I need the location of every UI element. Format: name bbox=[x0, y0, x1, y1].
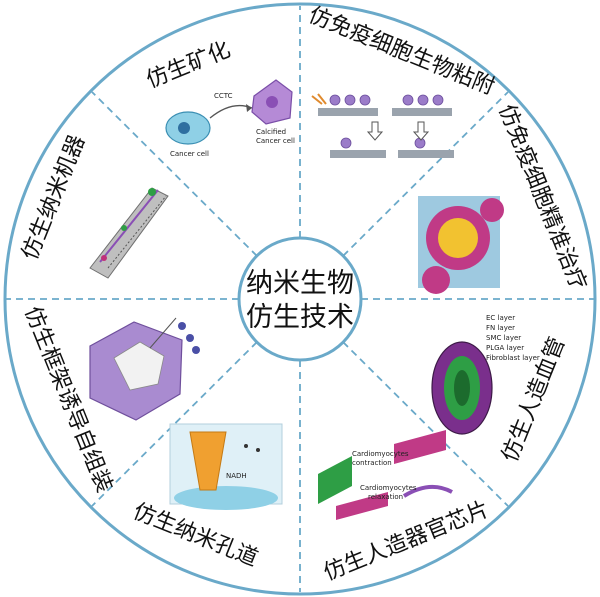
cardiac-tissue-icon bbox=[318, 456, 352, 504]
caption-ec-layer: EC layer bbox=[486, 314, 515, 322]
down-arrow-icon bbox=[366, 121, 384, 141]
cardiac-tissue-icon bbox=[336, 492, 388, 520]
membrane-vesicle-icon bbox=[422, 266, 450, 294]
nanoparticle-core-icon bbox=[438, 218, 478, 258]
nanomachine-scaffold-icon bbox=[89, 187, 169, 279]
membrane-vesicle-icon bbox=[480, 198, 504, 222]
caption-contraction: contraction bbox=[352, 459, 392, 467]
nanomachine-illustration bbox=[89, 187, 169, 279]
caption-cardiomyocytes-1: Cardiomyocytes bbox=[352, 450, 409, 458]
down-arrow-icon bbox=[412, 121, 430, 141]
divider-top-left bbox=[91, 91, 258, 257]
molecule-icon bbox=[256, 448, 260, 452]
nanomachine-strand-icon bbox=[99, 189, 159, 263]
segment-dividers bbox=[6, 6, 594, 592]
relaxed-tissue-icon bbox=[402, 484, 453, 498]
immune-cell-icon bbox=[340, 137, 352, 149]
framework-cavity-icon bbox=[113, 341, 165, 391]
mineralization-illustration: CCTC Cancer cell Calcified Cancer cell bbox=[165, 79, 295, 158]
divider-bottom-left bbox=[91, 341, 258, 507]
nanopore-cone-icon bbox=[189, 431, 227, 491]
caption-calcified: Calcified bbox=[256, 128, 286, 136]
framework-illustration bbox=[89, 317, 200, 421]
immune-cell-icon bbox=[417, 94, 429, 106]
molecular-motor-icon bbox=[121, 225, 127, 231]
caption-cardiomyocytes-2: Cardiomyocytes bbox=[360, 484, 417, 492]
organ-chip-illustration: Cardiomyocytes contraction Cardiomyocyte… bbox=[318, 430, 453, 520]
molecule-icon bbox=[244, 444, 248, 448]
caption-cancer-cell: Cancer cell bbox=[170, 150, 209, 158]
assembly-unit-icon bbox=[192, 346, 200, 354]
vessel-illustration: EC layer FN layer SMC layer PLGA layer F… bbox=[431, 314, 540, 435]
cardiac-tissue-icon bbox=[394, 430, 446, 464]
immune-cell-icon bbox=[432, 94, 444, 106]
caption-calcified-cell: Cancer cell bbox=[256, 137, 295, 145]
caption-plga-layer: PLGA layer bbox=[486, 344, 524, 352]
center-title-line1: 纳米生物 bbox=[246, 268, 354, 299]
nanomachine-strand-icon bbox=[107, 195, 167, 269]
calcified-nucleus-icon bbox=[266, 96, 278, 108]
substrate-2 bbox=[392, 108, 452, 116]
arrowhead-icon bbox=[246, 104, 252, 112]
cell-nucleus-icon bbox=[178, 122, 190, 134]
immune-cell-icon bbox=[344, 94, 356, 106]
caption-nadh: NADH bbox=[226, 472, 247, 480]
caption-relaxation: relaxation bbox=[368, 493, 403, 501]
assembly-unit-icon bbox=[186, 334, 194, 342]
callout-line-icon bbox=[149, 317, 177, 349]
molecular-cargo-icon bbox=[101, 255, 107, 261]
divider-top-right bbox=[342, 91, 509, 257]
caption-fn-layer: FN layer bbox=[486, 324, 515, 332]
center-title-line2: 仿生技术 bbox=[246, 302, 354, 333]
caption-smc-layer: SMC layer bbox=[486, 334, 521, 342]
nanopore-illustration: NADH bbox=[169, 423, 283, 510]
adhesion-illustration bbox=[311, 93, 454, 158]
vessel-core-icon bbox=[454, 370, 470, 406]
immune-cell-icon bbox=[359, 94, 371, 106]
membrane-icon bbox=[174, 486, 278, 510]
substrate-1 bbox=[318, 108, 378, 116]
caption-cctc: CCTC bbox=[214, 92, 233, 100]
therapy-illustration bbox=[418, 196, 504, 294]
substrate-3 bbox=[330, 150, 386, 158]
center-circle bbox=[237, 236, 363, 362]
substrate-4 bbox=[398, 150, 454, 158]
immune-cell-icon bbox=[402, 94, 414, 106]
caption-fibroblast-layer: Fibroblast layer bbox=[486, 354, 540, 362]
immune-cell-icon bbox=[329, 94, 341, 106]
adhesion-ligand-icon bbox=[311, 93, 327, 105]
assembly-unit-icon bbox=[178, 322, 186, 330]
divider-bottom-right bbox=[342, 341, 509, 507]
molecular-motor-icon bbox=[148, 188, 156, 196]
